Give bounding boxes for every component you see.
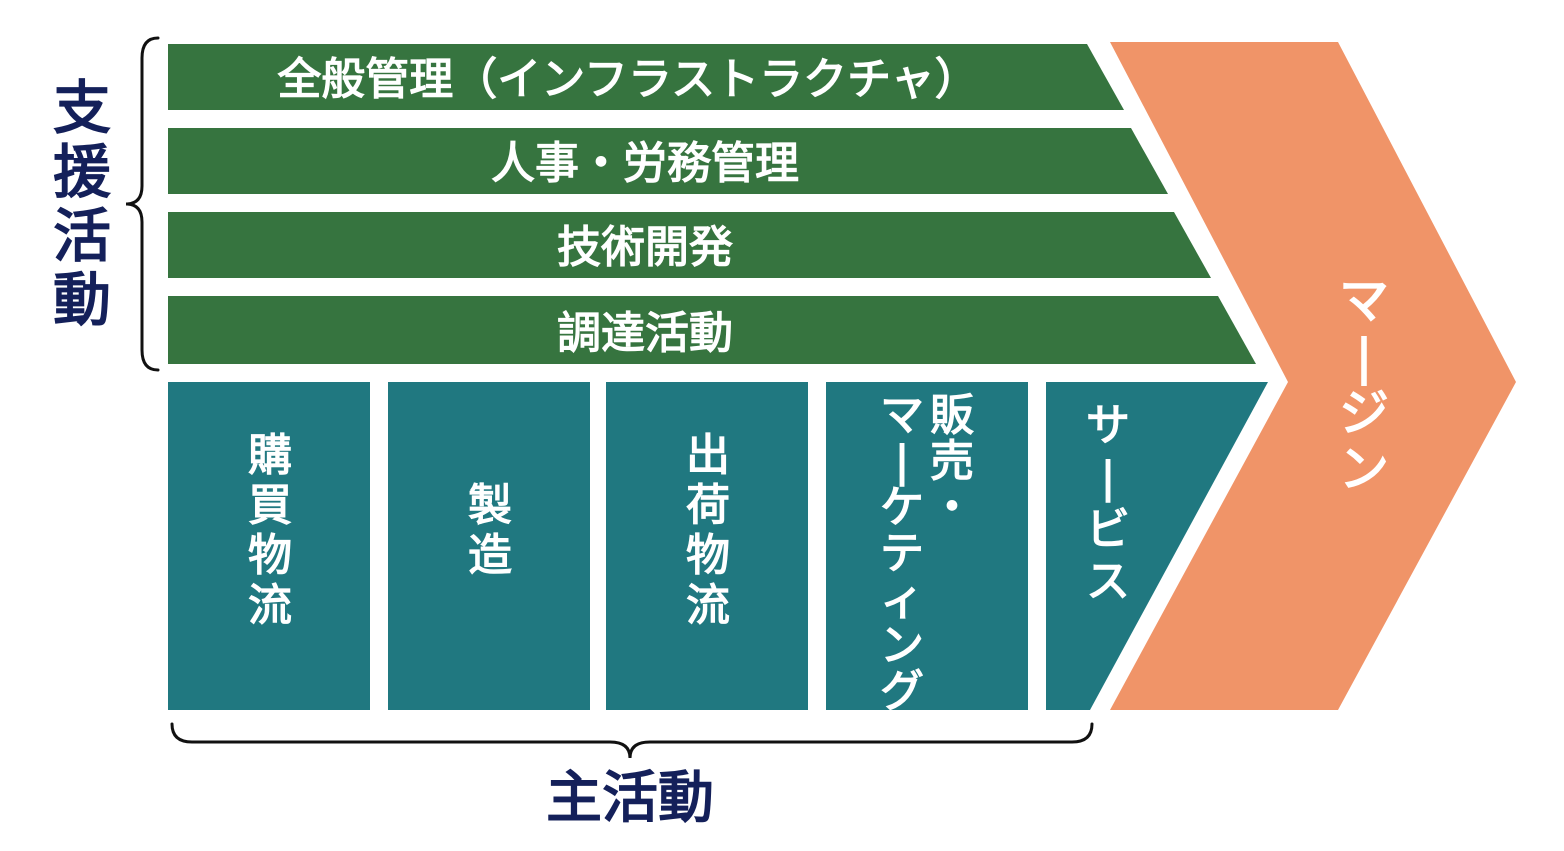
vertical-char: 援 bbox=[53, 138, 112, 206]
vertical-char: 購 bbox=[248, 430, 292, 481]
vertical-char: サ bbox=[1086, 400, 1130, 451]
vertical-char: ィ bbox=[880, 574, 924, 625]
vertical-char: 支 bbox=[53, 74, 111, 142]
support-activities: 全般管理（インフラストラクチャ） 人事・労務管理 技術開発 調達活動 bbox=[168, 44, 1256, 364]
vertical-char: テ bbox=[880, 528, 924, 579]
support-bar-label: 全般管理（インフラストラクチャ） bbox=[276, 54, 978, 105]
vertical-char: グ bbox=[880, 666, 924, 717]
vertical-char: | bbox=[894, 436, 910, 487]
primary-block-label: 販売・マ|ケティング bbox=[880, 390, 975, 717]
vertical-char: 製 bbox=[468, 480, 512, 531]
support-activities-label: 支援活動 bbox=[53, 74, 112, 334]
support-bar-general-management bbox=[168, 44, 1124, 110]
vertical-char: 販 bbox=[930, 390, 975, 441]
vertical-text-column: 製造 bbox=[468, 480, 512, 581]
primary-brace bbox=[170, 722, 1094, 759]
vertical-char: マ bbox=[880, 390, 924, 441]
vertical-text-column: マ|ケティング bbox=[880, 390, 924, 717]
vertical-char: 流 bbox=[248, 580, 292, 631]
vertical-char: 造 bbox=[468, 530, 512, 581]
vertical-text-column: 販売・ bbox=[930, 390, 975, 533]
support-brace bbox=[125, 36, 160, 372]
vertical-text-column: サ|ビス bbox=[1086, 400, 1130, 607]
support-bar-procurement bbox=[168, 296, 1256, 364]
primary-block-service bbox=[1046, 382, 1268, 710]
margin-label: マ|ジン bbox=[1339, 272, 1389, 498]
vertical-char: | bbox=[1100, 452, 1116, 503]
vertical-text-column: 支援活動 bbox=[53, 74, 112, 334]
vertical-char: 流 bbox=[686, 580, 730, 631]
support-bar-label: 技術開発 bbox=[557, 222, 734, 273]
vertical-char: ビ bbox=[1086, 504, 1130, 555]
vertical-char: ケ bbox=[880, 482, 924, 533]
vertical-char: 売 bbox=[930, 436, 974, 487]
vertical-char: ス bbox=[1086, 556, 1130, 607]
vertical-char: 物 bbox=[248, 530, 292, 581]
vertical-char: 活 bbox=[53, 202, 111, 270]
vertical-char: 動 bbox=[53, 266, 111, 334]
vertical-char: 買 bbox=[248, 480, 292, 531]
primary-block-label: サ|ビス bbox=[1086, 400, 1130, 607]
support-bar-label: 調達活動 bbox=[557, 308, 733, 359]
vertical-text-column: 出荷物流 bbox=[686, 430, 730, 631]
support-bar-hr-management bbox=[168, 128, 1168, 194]
primary-block-outbound-logistics bbox=[606, 382, 808, 710]
vertical-char: | bbox=[1355, 328, 1373, 386]
vertical-char: 物 bbox=[686, 530, 730, 581]
vertical-char: 出 bbox=[686, 430, 730, 481]
support-bar-technology-development bbox=[168, 212, 1211, 278]
vertical-char: ン bbox=[880, 620, 924, 671]
primary-activities: 購買物流 製造 出荷物流 販売・マ|ケティング サ|ビス bbox=[168, 382, 1268, 717]
vertical-char: 荷 bbox=[686, 480, 730, 531]
primary-block-inbound-logistics bbox=[168, 382, 370, 710]
support-bar-label: 人事・労務管理 bbox=[491, 138, 799, 189]
vertical-char: ン bbox=[1339, 440, 1389, 498]
primary-block-operations bbox=[388, 382, 590, 710]
vertical-char: ・ bbox=[930, 482, 974, 533]
margin-chevron bbox=[1110, 42, 1516, 710]
primary-block-sales-marketing bbox=[826, 382, 1028, 710]
vertical-char: ジ bbox=[1339, 384, 1389, 442]
vertical-char: マ bbox=[1339, 272, 1389, 330]
primary-activities-label: 主活動 bbox=[546, 766, 714, 831]
primary-block-label: 製造 bbox=[468, 480, 512, 581]
primary-block-label: 購買物流 bbox=[248, 430, 292, 631]
primary-block-label: 出荷物流 bbox=[686, 430, 730, 631]
vertical-text-column: 購買物流 bbox=[248, 430, 292, 631]
vertical-text-column: マ|ジン bbox=[1339, 272, 1389, 498]
